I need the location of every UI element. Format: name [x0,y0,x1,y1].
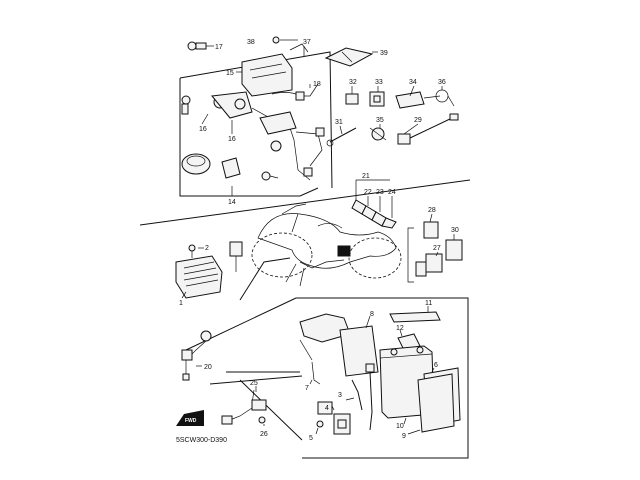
cable-tie-31-icon [326,127,357,147]
callout-5: 5 [309,435,313,442]
wire-7-icon [311,361,321,385]
starter-relay-4-icon [317,401,351,435]
clamp-32-icon [345,93,359,105]
connector-icon [229,241,243,272]
callout-7: 7 [305,385,309,392]
leader-lines [181,39,455,435]
motorcycle-outline-icon [239,203,402,301]
callout-15: 15 [226,70,234,77]
callout-34: 34 [409,79,417,86]
callout-labels: 17 38 37 39 15 18 16 16 14 32 33 34 36 3… [176,39,459,444]
fuse-set-21-icon [351,199,397,229]
callout-23: 23 [376,189,384,196]
callout-29: 29 [414,117,422,124]
bolt-38-icon [272,36,292,44]
callout-1: 1 [179,300,183,307]
relay-28-icon [423,221,439,239]
callout-17: 16 [199,126,207,133]
callout-31: 31 [335,119,343,126]
battery-lead-3-icon [351,363,375,431]
fwd-arrow-icon: FWD [176,410,204,426]
callout-36: 36 [438,79,446,86]
callout-16: 16 [228,136,236,143]
fwd-label: FWD [185,418,197,424]
bolt-26-icon [258,416,266,424]
flasher-relay-15-icon [241,53,293,97]
bolt-5-icon [316,420,324,428]
callout-38: 38 [247,39,255,46]
sensor-25-icon [221,389,267,425]
callout-21: 21 [362,173,370,180]
ignition-key-18-icon [187,41,212,51]
callout-25: 25 [250,380,258,387]
callout-10: 10 [396,423,404,430]
diagram-code: 5SCW300-D390 [176,437,227,444]
callout-26: 26 [260,431,268,438]
sensor-20-icon [181,330,212,381]
callout-2: 2 [205,245,209,252]
callout-6: 6 [434,362,438,369]
bolt-2-icon [188,244,196,258]
callout-19: 18 [313,81,321,88]
coupler-33-icon [369,91,385,107]
callout-9: 9 [402,433,406,440]
callout-24: 24 [388,189,396,196]
callout-37: 37 [303,39,311,46]
holder-34-icon [395,91,441,109]
lock-cylinder-14-icon [221,157,279,181]
steering-lock-icon [259,111,297,152]
callout-35: 35 [376,117,384,124]
callout-33: 33 [375,79,383,86]
callout-8: 8 [370,311,374,318]
callout-3: 3 [338,392,342,399]
bracket-39-icon [324,47,374,67]
callout-28: 28 [428,207,436,214]
callout-32: 32 [349,79,357,86]
key-17-icon [181,95,191,115]
battery-pad-9-icon [417,367,461,433]
callout-14: 14 [228,199,236,206]
battery-band-11-icon [389,311,441,323]
callout-18: 17 [215,44,223,51]
callout-20: 20 [204,364,212,371]
callout-39: 39 [380,50,388,57]
relay-30-icon [445,239,463,261]
bracket-37-icon [289,43,309,53]
callout-4: 4 [325,405,329,412]
callout-27: 27 [433,245,441,252]
callout-30: 30 [451,227,459,234]
rectifier-regulator-1-icon [175,255,223,299]
callout-12: 12 [396,325,404,332]
wire-harness-19-icon [271,83,325,177]
relay-27-icon [415,253,443,277]
cable-tie-36-icon [435,89,455,107]
clamp-35-icon [369,127,387,141]
callout-11: 11 [425,300,432,307]
section-frames [139,51,471,459]
wire-lead-29-icon [397,113,459,145]
ignition-cap-icon [181,153,211,175]
callout-22: 22 [364,189,372,196]
